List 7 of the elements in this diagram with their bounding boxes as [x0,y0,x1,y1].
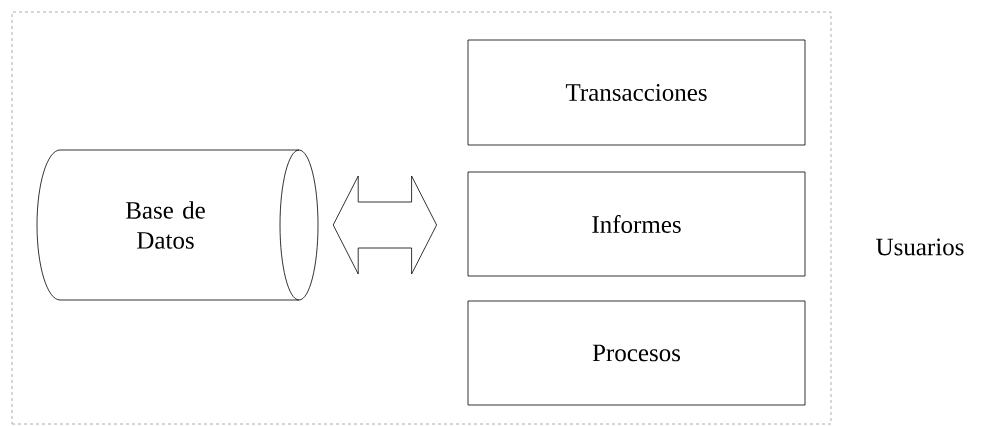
double-block-arrow [332,175,437,275]
dashed-frame [11,11,832,425]
process-box: Transacciones [467,39,806,146]
process-box: Procesos [467,300,806,406]
database-cylinder: Base de Datos [36,149,319,301]
process-box: Informes [467,171,806,277]
side-label: Usuarios [876,238,964,256]
